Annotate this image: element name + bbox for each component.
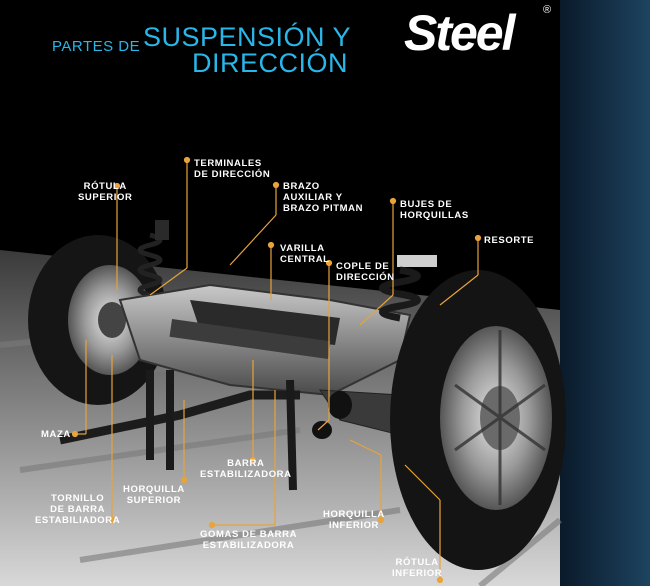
label-resorte: RESORTE xyxy=(484,235,535,246)
right-wheel xyxy=(390,270,566,570)
label-maza: MAZA xyxy=(41,429,71,440)
title-line-2: DIRECCIÓN xyxy=(192,48,349,78)
left-wheel xyxy=(28,235,168,405)
label-varilla-central: VARILLA CENTRAL xyxy=(280,243,330,265)
title-prefix: PARTES DE xyxy=(52,38,141,55)
label-rotula-superior: RÓTULA SUPERIOR xyxy=(78,181,133,203)
brand-logo: Steel xyxy=(404,5,516,61)
label-tornillo-barra: TORNILLO DE BARRA ESTABILIADORA xyxy=(35,493,121,526)
label-gomas-barra: GOMAS DE BARRA ESTABILIZADORA xyxy=(200,529,298,551)
label-bujes-horquillas: BUJES DE HORQUILLAS xyxy=(400,199,469,221)
label-rotula-inferior: RÓTULA INFERIOR xyxy=(392,557,443,579)
side-band xyxy=(560,0,650,586)
label-horquilla-superior: HORQUILLA SUPERIOR xyxy=(123,484,185,506)
registered-mark: ® xyxy=(543,4,552,16)
right-spring xyxy=(379,266,421,322)
title-line-1: SUSPENSIÓN Y xyxy=(143,22,352,52)
label-cople-direccion: COPLE DE DIRECCIÓN xyxy=(336,261,395,283)
leader-lines xyxy=(71,156,482,584)
label-terminales-direccion: TERMINALES DE DIRECCIÓN xyxy=(194,158,271,180)
label-barra-estabilizadora: BARRA ESTABILIZADORA xyxy=(200,458,292,480)
label-brazo-auxiliar: BRAZO AUXILIAR Y BRAZO PITMAN xyxy=(283,181,364,214)
label-horquilla-inferior: HORQUILLA INFERIOR xyxy=(323,509,385,531)
left-spring xyxy=(137,232,163,298)
